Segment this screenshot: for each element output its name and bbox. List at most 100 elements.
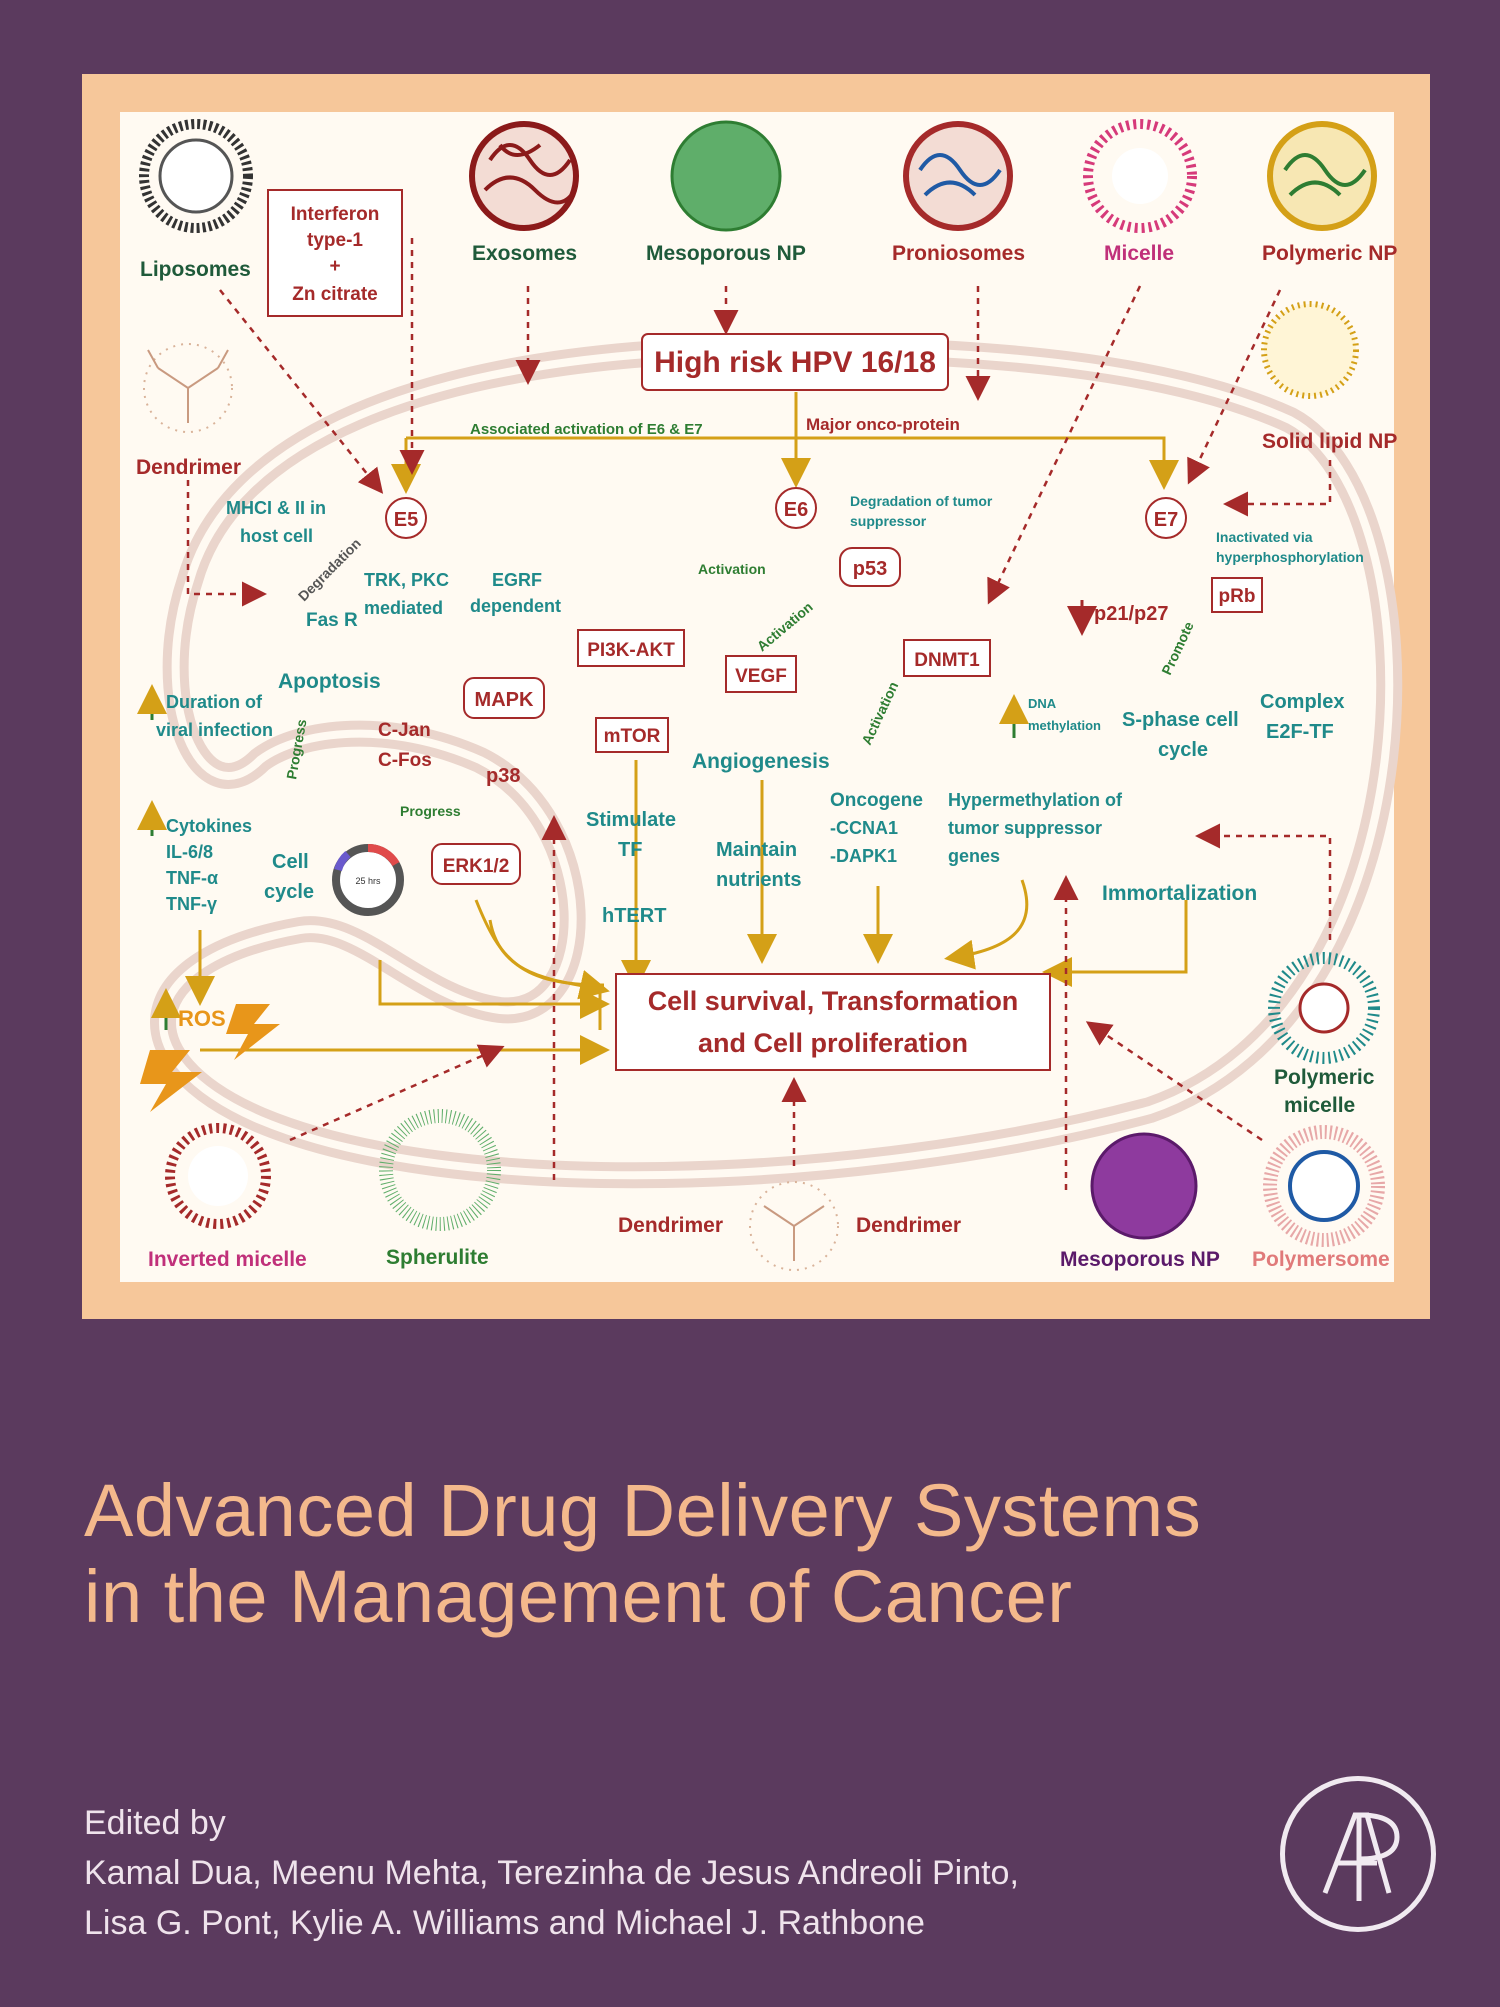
publisher-logo	[1280, 1776, 1436, 1932]
ap-logo-icon	[1322, 1812, 1400, 1901]
polymeric-micelle-icon	[1268, 952, 1380, 1064]
duration-text-1: Duration of	[166, 692, 263, 712]
p38-label: p38	[486, 765, 520, 787]
liposomes-icon	[139, 119, 253, 233]
carrier-arrows	[186, 238, 1332, 1190]
promote-label: Promote	[1158, 619, 1197, 677]
pi3k-label: PI3K-AKT	[587, 640, 675, 661]
erk-label: ERK1/2	[443, 856, 510, 877]
prb-box	[1211, 577, 1263, 613]
label-liposomes: Liposomes	[140, 258, 251, 281]
book-title: Advanced Drug Delivery Systems in the Ma…	[84, 1468, 1364, 1640]
mhc-text-2: host cell	[240, 526, 313, 546]
mtor-box	[595, 717, 669, 753]
hyper-text-3: genes	[948, 846, 1000, 866]
ros-label: ROS	[178, 1006, 226, 1031]
label-mesoporous-top: Mesoporous NP	[646, 242, 806, 265]
erk-box	[431, 843, 521, 885]
degr-tumor-text-1: Degradation of tumor	[850, 493, 993, 509]
label-exosomes: Exosomes	[472, 242, 577, 265]
cell-cycle-clock-icon: 25 hrs	[332, 843, 404, 916]
mesoporous-np-icon	[670, 120, 782, 232]
dendrimer-left-icon	[143, 343, 233, 433]
mesoporous-np-bottom-icon	[1090, 1132, 1198, 1240]
proniosomes-icon	[903, 121, 1013, 231]
p21-label: p21/p27	[1094, 603, 1168, 625]
book-title-line-1: Advanced Drug Delivery Systems	[84, 1469, 1202, 1552]
outcome-text-2: and Cell proliferation	[698, 1028, 968, 1058]
angiogenesis-label: Angiogenesis	[692, 750, 830, 773]
cycle-hours: 25 hrs	[355, 876, 381, 886]
duration-text-2: viral infection	[156, 720, 273, 740]
label-dendrimer-left: Dendrimer	[136, 456, 241, 479]
trk-text-2: mediated	[364, 598, 443, 618]
exosomes-icon	[469, 121, 579, 231]
hyper-text-1: Hypermethylation of	[948, 790, 1123, 810]
cfos-label: C-Fos	[378, 750, 432, 771]
apoptosis-label: Apoptosis	[278, 670, 381, 693]
hyper-text-2: tumor suppressor	[948, 818, 1102, 838]
p53-label: p53	[853, 558, 887, 580]
dna-text-2: methylation	[1028, 718, 1101, 733]
lightning-bolt-icon	[140, 1004, 280, 1112]
e7-node	[1145, 497, 1187, 539]
cjan-label: C-Jan	[378, 720, 431, 741]
dnmt1-label: DNMT1	[914, 650, 980, 671]
hpv-pathway-diagram: Liposomes Exosomes Mesoporous NP Pronios…	[136, 119, 1403, 1271]
stimulate-text-1: Stimulate	[586, 809, 676, 831]
activation-label-1: Activation	[698, 561, 766, 577]
editors-block: Edited by Kamal Dua, Meenu Mehta, Terezi…	[84, 1798, 1184, 1948]
cell-cycle-text-1: Cell	[272, 851, 309, 873]
label-spherulite: Spherulite	[386, 1246, 489, 1269]
e5-node	[385, 497, 427, 539]
prb-label: pRb	[1219, 586, 1256, 607]
fasr-label: Fas R	[306, 610, 358, 631]
hpv-box	[641, 333, 949, 391]
inactivated-text-1: Inactivated via	[1216, 529, 1313, 545]
oncogene-text-1: Oncogene	[830, 790, 923, 811]
dendrimer-bottom-icon	[749, 1181, 839, 1271]
activation-label-2: Activation	[754, 599, 816, 655]
label-dendrimer-bottom-right: Dendrimer	[856, 1214, 961, 1237]
label-polymeric-np: Polymeric NP	[1262, 242, 1397, 265]
degr-tumor-text-2: suppressor	[850, 513, 927, 529]
label-polymeric-micelle-2: micelle	[1284, 1094, 1355, 1117]
immortalization-label: Immortalization	[1102, 882, 1257, 905]
sphase-text-1: S-phase cell	[1122, 709, 1239, 731]
interferon-text-4: Zn citrate	[292, 284, 378, 305]
interferon-box	[267, 189, 403, 317]
label-inverted-micelle: Inverted micelle	[148, 1248, 307, 1271]
e5-label: E5	[394, 509, 418, 531]
e6-node	[775, 487, 817, 529]
trk-text-1: TRK, PKC	[364, 570, 449, 590]
hpv-label: High risk HPV 16/18	[654, 346, 936, 379]
sphase-text-2: cycle	[1158, 739, 1208, 761]
oncogene-text-2: -CCNA1	[830, 818, 898, 838]
p53-box	[839, 547, 901, 587]
vegf-box	[725, 655, 797, 693]
inactivated-text-2: hyperphosphorylation	[1216, 549, 1364, 565]
tnfg-text: TNF-γ	[166, 894, 217, 914]
solid-lipid-np-icon	[1261, 301, 1359, 399]
vegf-label: VEGF	[735, 666, 787, 687]
outcome-box	[615, 973, 1051, 1071]
oncogene-text-3: -DAPK1	[830, 846, 897, 866]
stimulate-text-2: TF	[618, 839, 642, 861]
spherulite-icon	[379, 1109, 501, 1231]
mhc-text-1: MHCI & II in	[226, 498, 326, 518]
mapk-box	[463, 677, 545, 719]
label-mesoporous-bottom: Mesoporous NP	[1060, 1248, 1220, 1271]
egrf-text-1: EGRF	[492, 570, 542, 590]
polymeric-np-icon	[1267, 121, 1377, 231]
mapk-label: MAPK	[475, 689, 534, 711]
outcome-text-1: Cell survival, Transformation	[648, 986, 1019, 1016]
major-onco-label: Major onco-protein	[806, 415, 960, 434]
polymersome-icon	[1263, 1125, 1385, 1247]
il-text: IL-6/8	[166, 842, 213, 862]
activation-label-3: Activation	[858, 679, 901, 747]
cell-cycle-text-2: cycle	[264, 881, 314, 903]
progress-label-2: Progress	[400, 803, 461, 819]
micelle-icon	[1083, 119, 1197, 233]
edited-by-label: Edited by	[84, 1804, 226, 1842]
maintain-text-2: nutrients	[716, 869, 802, 891]
